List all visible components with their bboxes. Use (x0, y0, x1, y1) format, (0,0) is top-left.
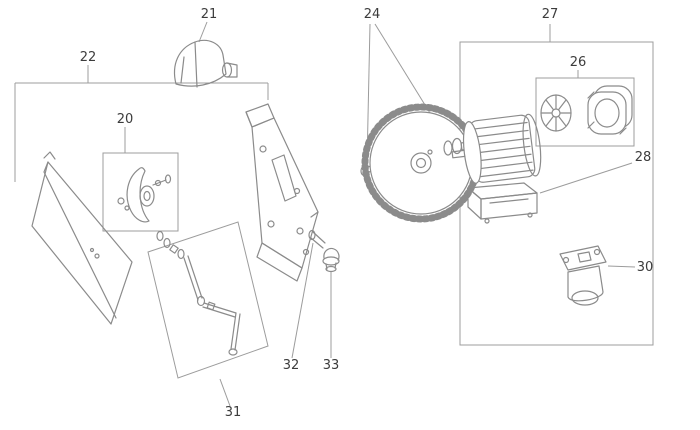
part-label-27: 27 (542, 7, 559, 22)
fan-cover-part (587, 85, 633, 135)
part-label-21: 21 (201, 7, 218, 22)
main-bracket-part (245, 103, 319, 282)
group-box-27 (459, 24, 654, 346)
group-box-26 (535, 70, 635, 147)
part-label-33: 33 (323, 358, 340, 373)
side-panel-part (31, 151, 133, 325)
saw-blade-part (361, 103, 481, 223)
part-label-26: 26 (570, 55, 587, 70)
part-label-20: 20 (117, 112, 134, 127)
crank-handle-part (156, 230, 241, 356)
part-label-28: 28 (635, 150, 652, 165)
motor-part (451, 113, 542, 184)
part-label-22: 22 (80, 50, 97, 65)
small-fasteners (89, 247, 100, 259)
pulley-part (117, 167, 172, 223)
bolt-part (308, 229, 326, 249)
group-box-20 (102, 127, 179, 232)
group-bracket-22 (14, 65, 269, 182)
part-label-30: 30 (637, 260, 654, 275)
part-label-24: 24 (364, 7, 381, 22)
blade-guard-part (174, 39, 238, 88)
part-label-32: 32 (283, 358, 300, 373)
group-box-31 (147, 221, 269, 407)
part-label-31: 31 (225, 405, 242, 420)
fan-impeller-part (540, 94, 572, 132)
knob-part (322, 247, 340, 273)
terminal-box-part (467, 182, 538, 224)
switch-part (559, 245, 607, 306)
